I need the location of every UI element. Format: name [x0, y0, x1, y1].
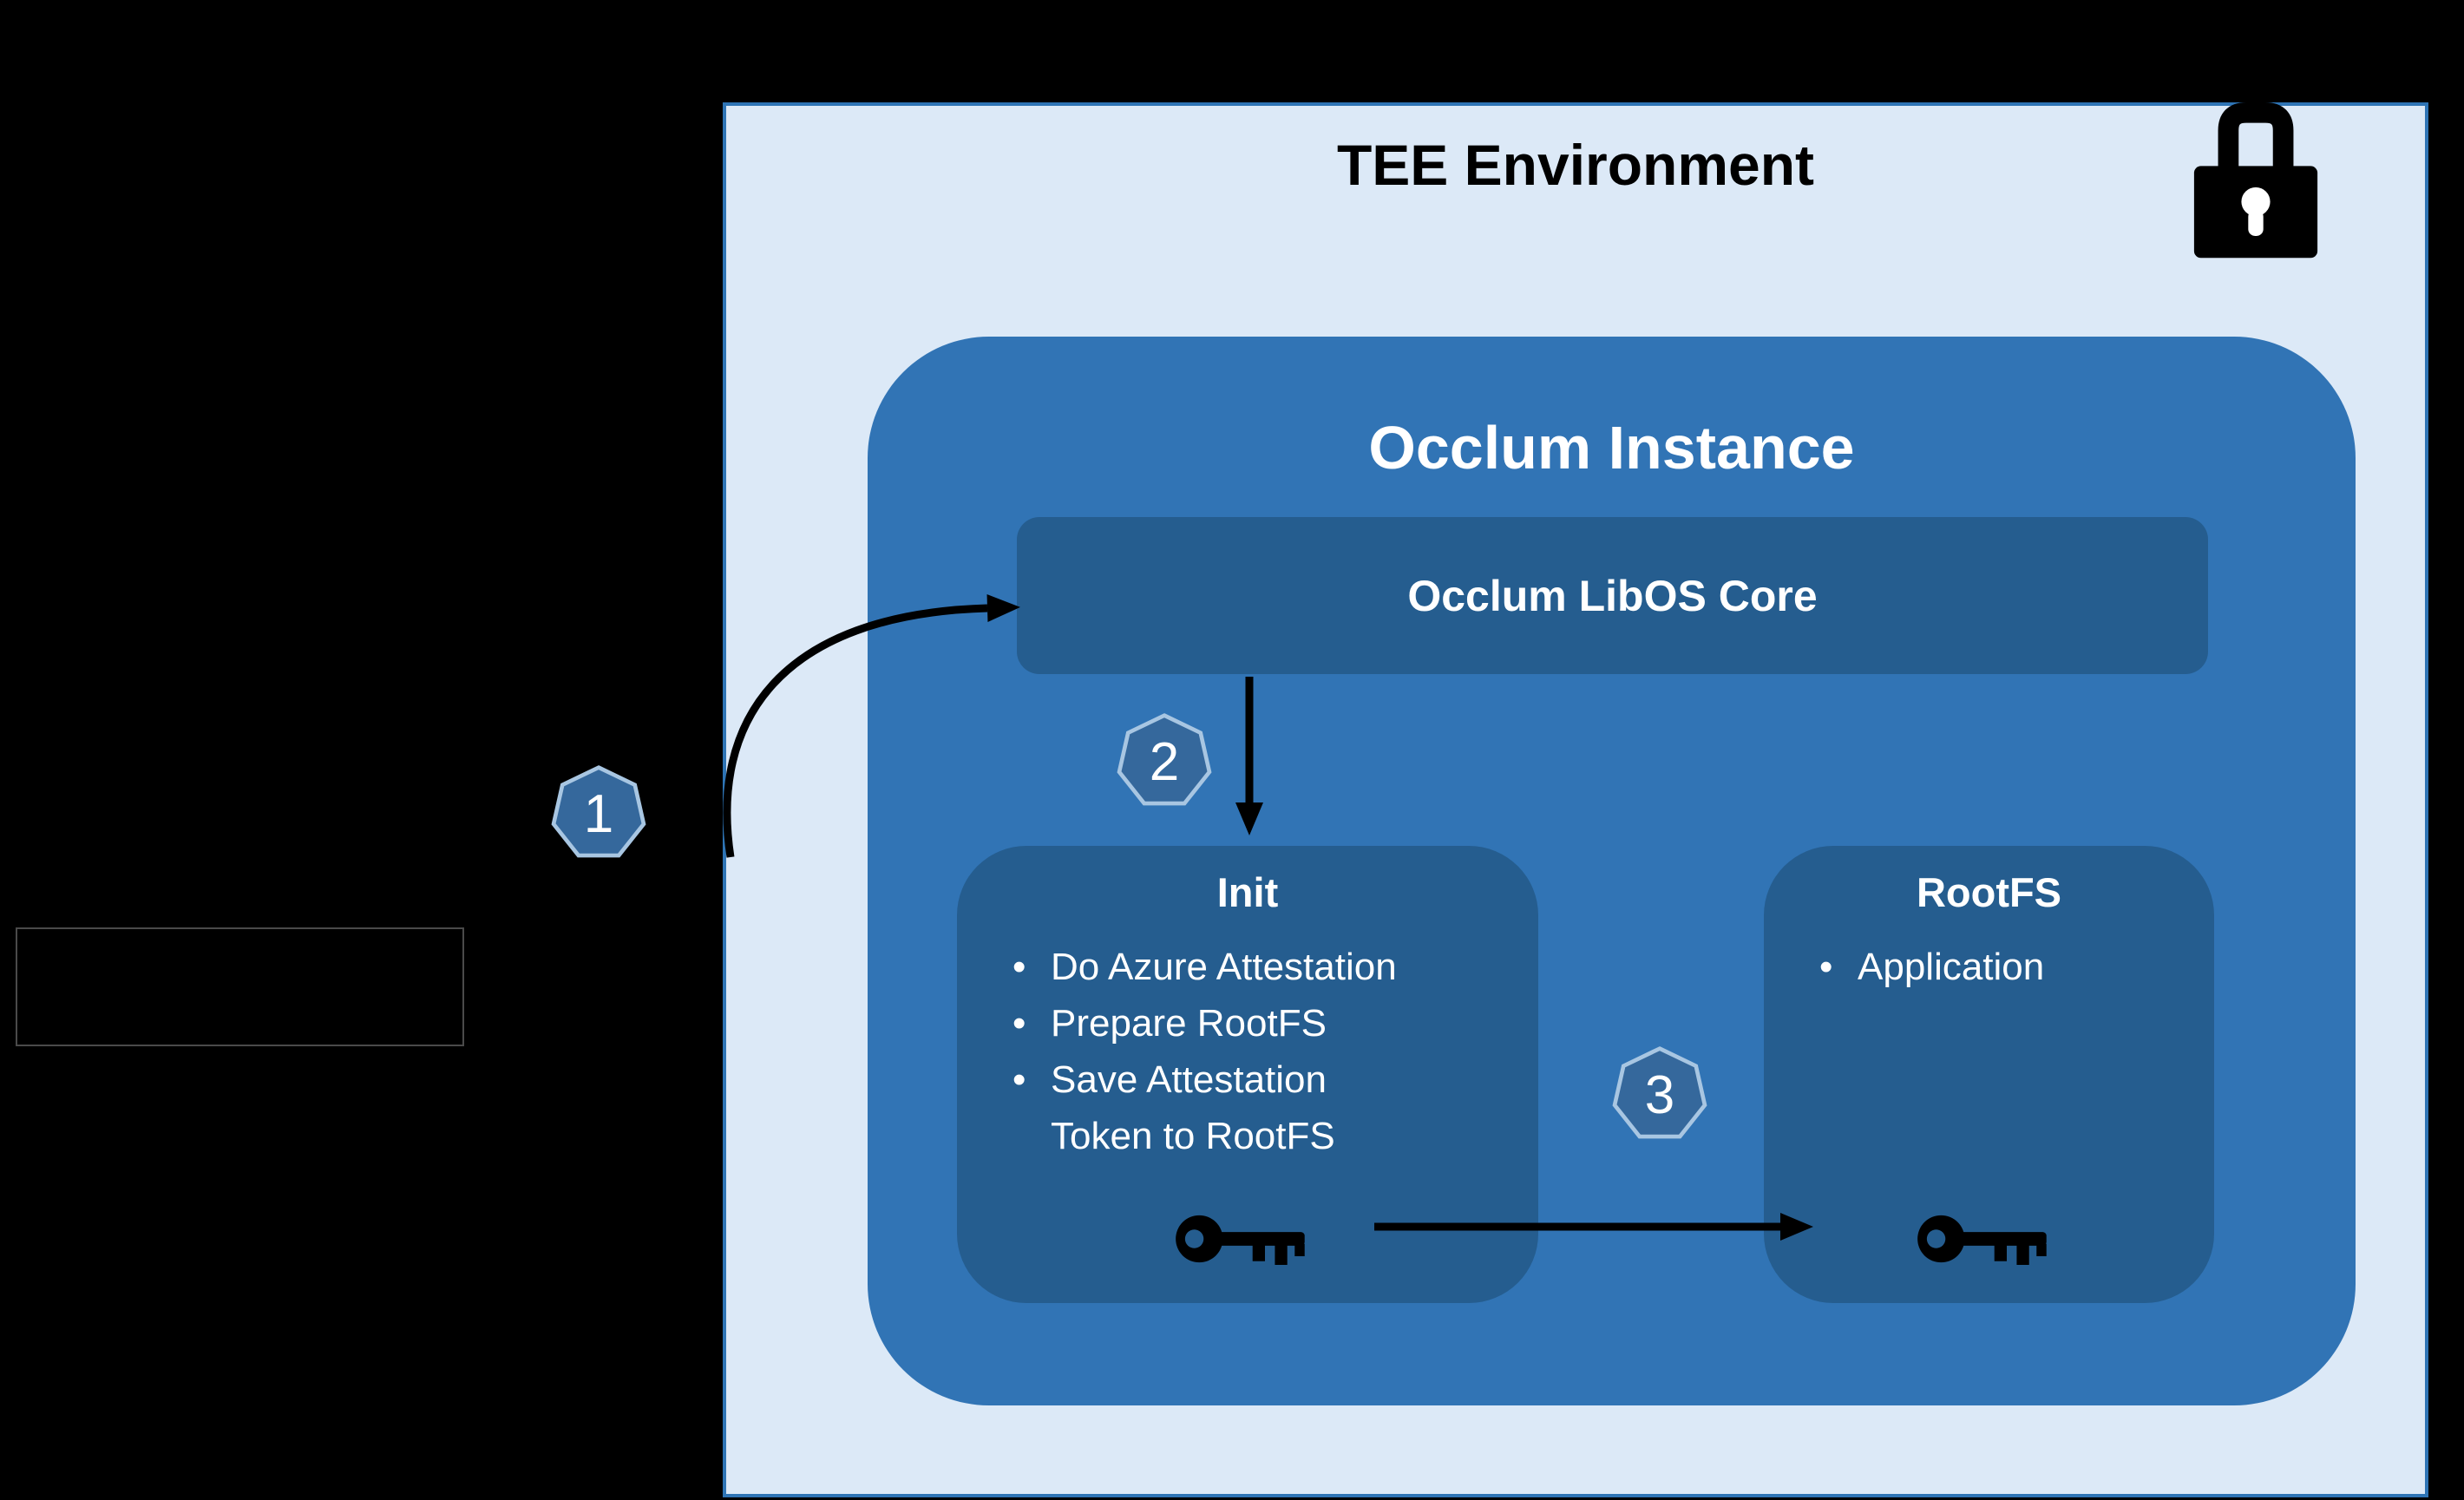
- init-box: Init Do Azure Attestation Prepare RootFS…: [957, 846, 1538, 1303]
- key-icon-rootfs: [1913, 1204, 2066, 1274]
- step-number: 3: [1644, 1064, 1675, 1125]
- occlum-libos-core-label: Occlum LibOS Core: [1407, 571, 1818, 620]
- bullet-item: Do Azure Attestation: [1007, 939, 1402, 995]
- tee-environment-title: TEE Environment: [1336, 133, 1815, 197]
- step-number: 2: [1149, 731, 1180, 792]
- hidden-label-box: [16, 927, 464, 1046]
- key-icon-svg: [1176, 1215, 1305, 1265]
- step-badge-2: 2: [1114, 711, 1215, 812]
- occlum-instance-box: Occlum Instance Occlum LibOS Core Init D…: [868, 337, 2356, 1405]
- bullet-item: Application: [1814, 939, 2197, 995]
- bullet-item: Save Attestation Token to RootFS: [1007, 1051, 1402, 1164]
- step-badge-1: 1: [548, 763, 649, 864]
- init-title: Init: [1216, 869, 1279, 915]
- key-icon-svg: [1917, 1215, 2047, 1265]
- rootfs-box: RootFS Application: [1764, 846, 2214, 1303]
- rootfs-title: RootFS: [1916, 869, 2062, 915]
- init-bullet-list: Do Azure Attestation Prepare RootFS Save…: [957, 939, 1538, 1164]
- tee-environment-panel: TEE Environment Occlum Instance Occlum L…: [723, 102, 2428, 1497]
- padlock-icon-svg: [2193, 102, 2318, 259]
- heptagon-shape: [1612, 1046, 1707, 1139]
- step-number: 1: [583, 783, 614, 844]
- heptagon-shape: [551, 765, 646, 858]
- occlum-instance-title: Occlum Instance: [1368, 414, 1855, 481]
- rootfs-bullet-list: Application: [1764, 939, 2214, 995]
- step-badge-3: 3: [1609, 1045, 1710, 1145]
- padlock-icon: [2187, 94, 2324, 267]
- key-icon-init: [1171, 1204, 1324, 1274]
- heptagon-shape: [1117, 713, 1212, 806]
- bullet-item: Prepare RootFS: [1007, 995, 1402, 1051]
- occlum-libos-core-box: Occlum LibOS Core: [1017, 517, 2208, 674]
